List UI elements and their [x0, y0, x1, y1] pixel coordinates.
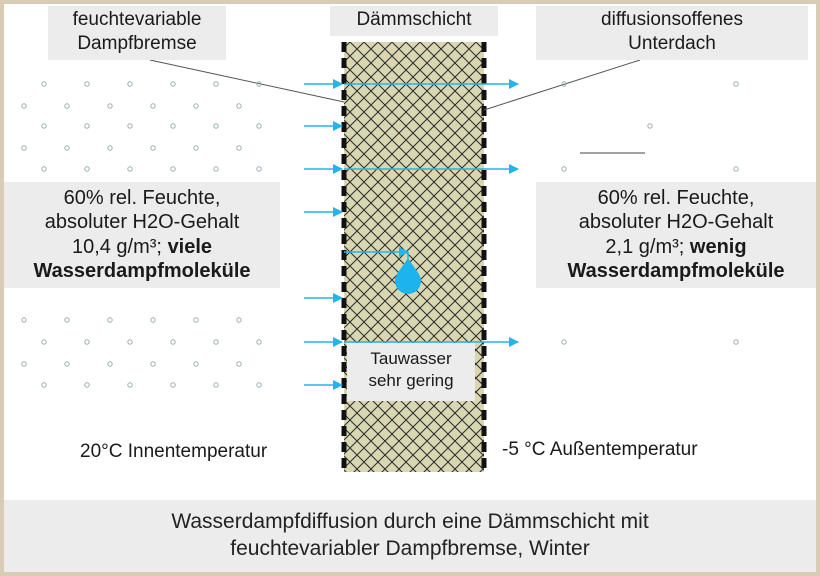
insulation-label: Dämmschicht	[330, 6, 498, 36]
outside-humidity-line2: absoluter H2O-Gehalt	[578, 211, 774, 234]
inside-temperature: 20°C Innentemperatur	[80, 441, 268, 463]
molecule-dot	[127, 339, 133, 345]
molecule-dot	[84, 81, 90, 87]
molecule-dot	[256, 81, 262, 87]
molecule-dot	[256, 382, 262, 388]
inside-humidity-box: 60% rel. Feuchte, absoluter H2O-Gehalt 1…	[4, 182, 280, 288]
molecule-dot	[41, 382, 47, 388]
molecule-dot	[236, 361, 242, 367]
molecule-dot	[41, 166, 47, 172]
molecule-dot	[41, 339, 47, 345]
molecule-dot	[733, 81, 739, 87]
molecule-dot	[213, 339, 219, 345]
molecule-dot	[256, 166, 262, 172]
molecule-dot	[561, 339, 567, 345]
molecule-dot	[64, 103, 70, 109]
molecule-dot	[84, 382, 90, 388]
molecule-dot	[193, 145, 199, 151]
molecule-dot	[733, 166, 739, 172]
leader-line-vapor-brake	[149, 59, 345, 103]
molecule-dot	[150, 361, 156, 367]
molecule-dot	[236, 145, 242, 151]
molecule-dot	[170, 123, 176, 129]
molecule-dot	[733, 339, 739, 345]
molecule-dot	[41, 81, 47, 87]
diffusion-arrows	[304, 79, 519, 390]
outside-humidity-line3: 2,1 g/m³; wenig	[542, 235, 810, 259]
molecule-dot	[236, 317, 242, 323]
molecule-dot	[107, 103, 113, 109]
molecule-dot	[170, 166, 176, 172]
figure-caption: Wasserdampfdiffusion durch eine Dämmschi…	[4, 500, 816, 572]
outside-humidity-box: 60% rel. Feuchte, absoluter H2O-Gehalt 2…	[536, 182, 816, 288]
molecule-dot	[170, 339, 176, 345]
molecule-dot	[64, 145, 70, 151]
molecule-dot	[84, 339, 90, 345]
vapor-brake-label-line1: feuchtevariable	[72, 9, 202, 30]
molecule-dot	[127, 81, 133, 87]
outside-few-text: wenig	[689, 235, 747, 258]
underlay-label-line2: Unterdach	[628, 32, 716, 54]
molecule-dot	[193, 361, 199, 367]
molecule-dot	[21, 145, 27, 151]
molecule-dot	[127, 123, 133, 129]
outside-temperature: -5 °C Außentemperatur	[502, 439, 698, 461]
molecule-dot	[64, 361, 70, 367]
molecule-dot	[127, 166, 133, 172]
insulation-label-text: Dämmschicht	[356, 9, 472, 30]
inside-humidity-line3: 10,4 g/m³; viele	[10, 235, 274, 259]
caption-line1: Wasserdampfdiffusion durch eine Dämmschi…	[171, 510, 649, 533]
molecule-dot	[107, 317, 113, 323]
outside-molecules	[561, 81, 739, 345]
molecule-dot	[150, 103, 156, 109]
molecule-dot	[41, 123, 47, 129]
molecule-dot	[150, 145, 156, 151]
molecule-dot	[647, 123, 653, 129]
inside-molecules-text: Wasserdampfmoleküle	[33, 260, 251, 283]
outside-humidity-line1: 60% rel. Feuchte,	[597, 187, 755, 209]
vapor-brake-label: feuchtevariable Dampfbremse	[48, 6, 226, 60]
molecule-dot	[107, 361, 113, 367]
inside-molecules	[21, 81, 262, 388]
molecule-dot	[21, 103, 27, 109]
molecule-dot	[21, 317, 27, 323]
condensate-line1: Tauwasser	[370, 349, 452, 368]
molecule-dot	[84, 166, 90, 172]
inside-content-value: 10,4 g/m³;	[71, 235, 162, 258]
molecule-dot	[256, 123, 262, 129]
inside-many-text: viele	[167, 235, 213, 258]
underlay-label-line1: diffusionsoffenes	[601, 9, 743, 30]
molecule-dot	[127, 382, 133, 388]
outside-molecules-text: Wasserdampfmoleküle	[567, 260, 785, 283]
molecule-dot	[170, 81, 176, 87]
molecule-dot	[193, 317, 199, 323]
condensate-line2: sehr gering	[368, 371, 454, 391]
molecule-dot	[170, 382, 176, 388]
molecule-dot	[193, 103, 199, 109]
vapor-brake-label-line2: Dampfbremse	[77, 32, 197, 54]
molecule-dot	[213, 382, 219, 388]
molecule-dot	[236, 103, 242, 109]
insulation-hatch	[344, 42, 484, 472]
condensate-label: Tauwasser sehr gering	[347, 343, 475, 401]
molecule-dot	[64, 317, 70, 323]
molecule-dot	[107, 145, 113, 151]
molecule-dot	[561, 81, 567, 87]
caption-line2: feuchtevariabler Dampfbremse, Winter	[230, 537, 590, 561]
molecule-dot	[213, 81, 219, 87]
molecule-dot	[150, 317, 156, 323]
water-droplet-icon	[395, 258, 421, 294]
molecule-dot	[561, 166, 567, 172]
inside-humidity-line2: absoluter H2O-Gehalt	[44, 211, 240, 234]
molecule-dot	[84, 123, 90, 129]
underlay-label: diffusionsoffenes Unterdach	[536, 6, 808, 60]
molecule-dot	[21, 361, 27, 367]
molecule-dot	[213, 123, 219, 129]
molecule-dot	[213, 166, 219, 172]
molecule-dot	[256, 339, 262, 345]
inside-humidity-line1: 60% rel. Feuchte,	[63, 187, 221, 209]
outside-content-value: 2,1 g/m³;	[605, 235, 685, 258]
